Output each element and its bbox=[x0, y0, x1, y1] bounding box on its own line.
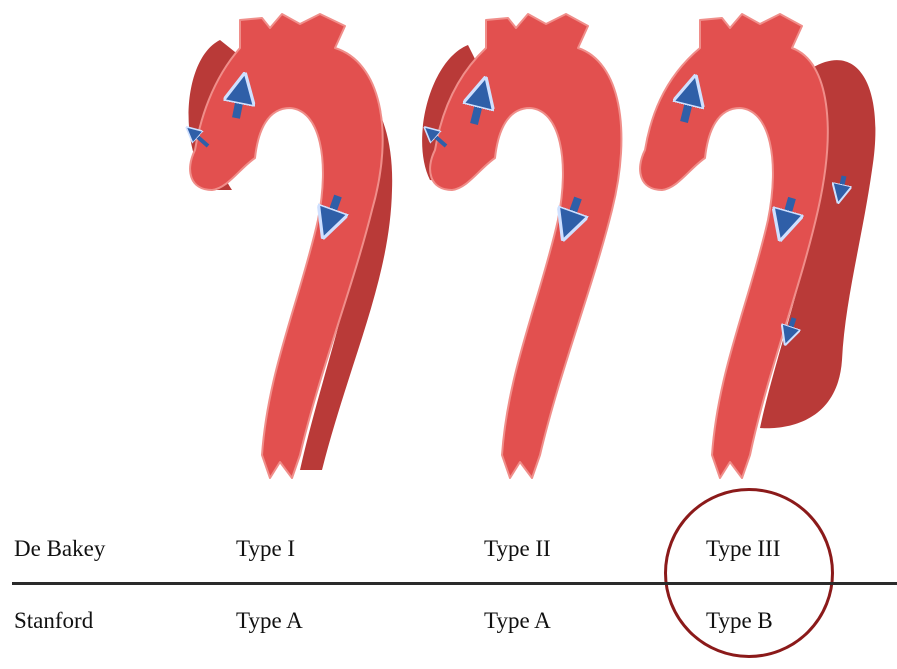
debakey-col-3: Type III bbox=[706, 537, 780, 560]
stanford-col-1: Type A bbox=[236, 609, 303, 632]
aorta-body bbox=[430, 14, 621, 478]
aorta-type-3 bbox=[640, 14, 875, 478]
row-header-debakey: De Bakey bbox=[14, 537, 105, 560]
debakey-col-1: Type I bbox=[236, 537, 295, 560]
aorta-type-2 bbox=[422, 14, 621, 478]
stanford-col-2: Type A bbox=[484, 609, 551, 632]
table-divider bbox=[12, 582, 897, 585]
debakey-col-2: Type II bbox=[484, 537, 551, 560]
aorta-type-1 bbox=[189, 14, 393, 478]
row-header-stanford: Stanford bbox=[14, 609, 93, 632]
aorta-body bbox=[190, 14, 383, 478]
stanford-col-3: Type B bbox=[706, 609, 773, 632]
